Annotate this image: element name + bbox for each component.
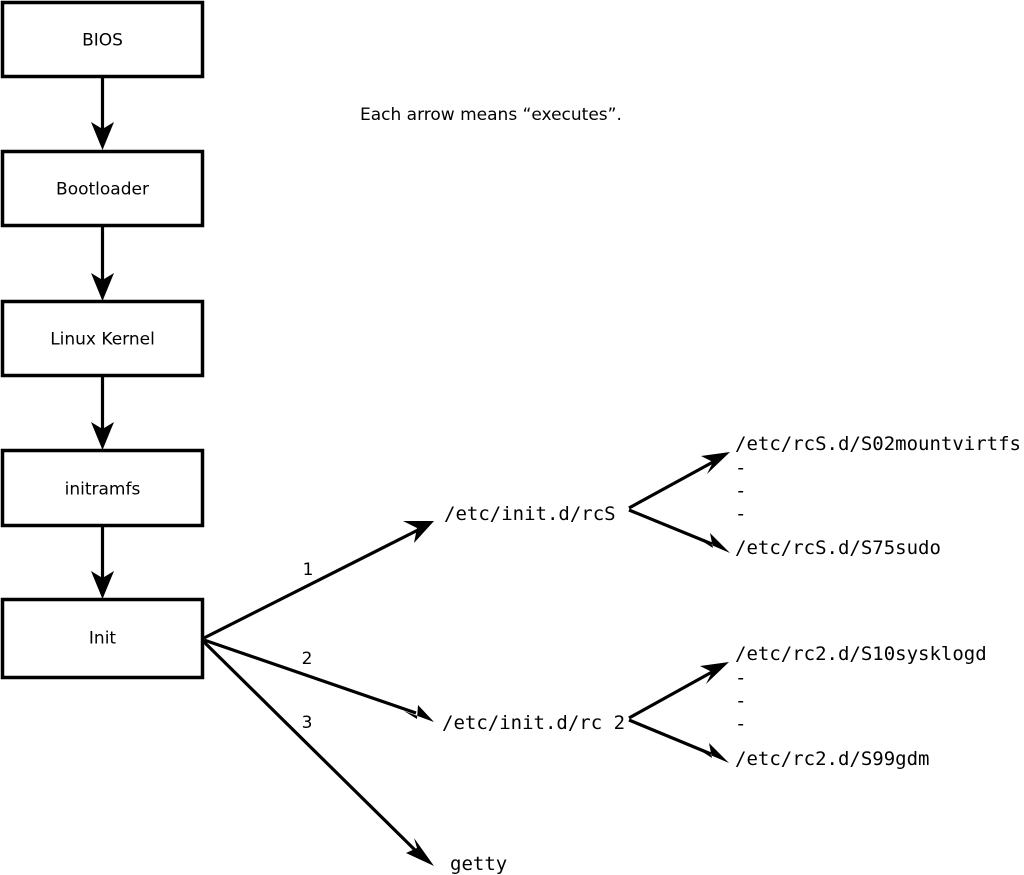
arrow-head-rcs-last [702,533,730,553]
arrow-head-init-getty [406,838,434,866]
arrow-head-init-rcs [403,521,434,543]
branch-number-2: 2 [302,649,313,669]
rc2-ellipsis-dash-2: - [735,690,746,712]
branch-number-1: 1 [303,560,314,580]
rcs-ellipsis-dash-3: - [735,503,746,525]
arrow-head-init-rc2 [404,705,434,722]
arrow-head-bios-bootloader [91,122,114,150]
arrow-head-rc2-last [701,743,729,763]
edge-line-rc2-first [628,670,713,720]
initramfs-label: initramfs [65,480,141,500]
rcs-ellipsis-dash-1: - [735,457,746,479]
edge-initramfs-to-init [91,526,114,599]
target-label-rc2[interactable]: /etc/init.d/rc 2 [442,712,625,734]
node-linux-kernel[interactable]: Linux Kernel [0,299,205,378]
edge-line-rc2-last [628,718,712,756]
edge-rcs-to-first-script [628,452,730,510]
node-initramfs[interactable]: initramfs [0,448,205,528]
rcs-script-first[interactable]: /etc/rcS.d/S02mountvirtfs [735,433,1021,455]
edge-rc2-to-last-script [628,718,729,763]
edge-kernel-to-initramfs [91,376,114,450]
edge-rcs-to-last-script [628,508,730,553]
arrow-head-initramfs-init [91,571,114,599]
edge-line-init-rcs [203,528,419,640]
bios-label: BIOS [82,31,123,51]
target-label-rcs[interactable]: /etc/init.d/rcS [444,503,616,525]
edge-init-to-rc2 [203,638,434,722]
rc2-ellipsis-dash-3: - [735,713,746,735]
bootloader-label: Bootloader [56,180,149,200]
rcs-script-last[interactable]: /etc/rcS.d/S75sudo [735,537,941,559]
edge-init-to-getty [202,640,434,866]
edge-line-rcs-last [628,508,713,546]
linux-kernel-label: Linux Kernel [50,330,155,350]
init-label: Init [89,629,117,649]
edge-bootloader-to-kernel [91,226,114,301]
linux-kernel-box[interactable] [0,299,205,378]
arrow-head-kernel-initramfs [91,422,114,450]
node-bootloader[interactable]: Bootloader [0,149,205,228]
initramfs-box[interactable] [0,448,205,528]
edge-line-rcs-first [628,460,714,510]
legend-note: Each arrow means “executes”. [360,105,622,125]
rc2-ellipsis-dash-1: - [735,667,746,689]
rc2-script-last[interactable]: /etc/rc2.d/S99gdm [735,748,929,770]
arrow-head-rcs-first [701,452,730,474]
edge-init-to-rcs [203,521,434,640]
init-box[interactable] [0,597,205,680]
arrow-head-bootloader-kernel [91,273,114,301]
node-init[interactable]: Init [0,597,205,680]
branch-number-3: 3 [302,713,313,733]
rcs-ellipsis-dash-2: - [735,480,746,502]
arrow-head-rc2-first [700,662,729,684]
edge-bios-to-bootloader [91,77,114,150]
bios-box[interactable] [0,0,205,79]
node-bios[interactable]: BIOS [0,0,205,79]
target-label-getty[interactable]: getty [450,853,507,875]
edge-rc2-to-first-script [628,662,729,720]
edge-line-init-rc2 [203,638,417,715]
rc2-script-first[interactable]: /etc/rc2.d/S10sysklogd [735,643,987,665]
edge-line-init-getty [202,640,419,854]
bootloader-box[interactable] [0,149,205,228]
